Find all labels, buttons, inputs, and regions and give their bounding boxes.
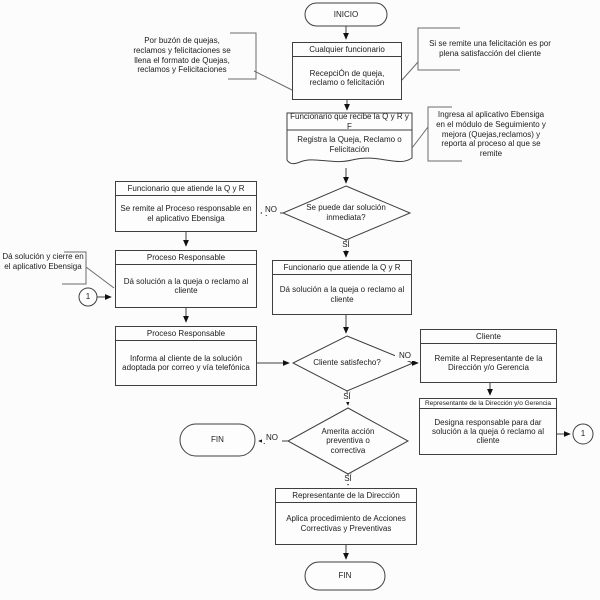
- label-yes-immediate: SÍ: [337, 240, 355, 250]
- node-client-remit-body: Remite al Representante de la Dirección …: [434, 353, 543, 373]
- decision-immediate-label: Se puede dar solución inmediata?: [306, 203, 386, 222]
- connector-1-right-shape: [572, 423, 594, 445]
- node-inform-client: Proceso Responsable Informa al cliente d…: [115, 326, 257, 386]
- node-apply-procedure-body: Aplica procedimiento de Acciones Correct…: [286, 514, 406, 533]
- annotation-brackets: [62, 27, 462, 289]
- leader-cierre: [85, 266, 115, 289]
- end-terminator-1-shape: [179, 423, 256, 457]
- bracket-felicitacion: [417, 27, 460, 71]
- node-remit-process-body: Se remite al Proceso responsable en el a…: [120, 204, 252, 223]
- end-terminator-2-shape: [304, 561, 386, 591]
- node-client-remit-header: Cliente: [421, 330, 556, 345]
- node-designate-responsible: Representante de la Dirección y/o Gerenc…: [419, 398, 557, 455]
- node-inform-client-body: Informa al cliente de la solución adopta…: [122, 353, 250, 373]
- node-process-solution-header: Proceso Responsable: [116, 251, 256, 266]
- leader-ingresa: [411, 126, 429, 149]
- leader-buzon: [253, 70, 293, 91]
- node-attend-solution-header: Funcionario que atiende la Q y R: [273, 261, 411, 276]
- node-designate-responsible-header: Representante de la Dirección y/o Gerenc…: [420, 399, 556, 410]
- annotation-buzon: Por buzón de quejas, reclamos y felicita…: [133, 36, 231, 75]
- start-terminator-label: INICIO: [333, 9, 359, 19]
- annotation-ingresa: Ingresa al aplicativo Ebensiga en el mód…: [436, 110, 546, 158]
- label-yes-satisfied: SÍ: [338, 392, 356, 402]
- node-apply-procedure: Representante de la Dirección Aplica pro…: [275, 488, 417, 545]
- bracket-cierre: [62, 251, 87, 285]
- bracket-buzon: [228, 32, 257, 80]
- bracket-ingresa: [427, 106, 462, 162]
- node-process-solution: Proceso Responsable Dá solución a la que…: [115, 250, 257, 308]
- label-no-action: NO: [262, 433, 282, 443]
- node-register-header: Funcionario que recibe la Q y R y F: [290, 111, 409, 131]
- connector-1-right-label: 1: [580, 429, 586, 439]
- decision-satisfied-label: Cliente satisfecho?: [313, 358, 381, 368]
- label-no-immediate: NO: [262, 205, 280, 215]
- register-document-shape: [286, 112, 413, 165]
- node-remit-process: Funcionario que atiende la Q y R Se remi…: [115, 181, 257, 232]
- node-remit-process-header: Funcionario que atiende la Q y R: [116, 182, 256, 197]
- leader-felicitacion: [401, 61, 419, 81]
- end-terminator-1-label: FIN: [211, 435, 224, 445]
- annotation-felicitacion: Si se remite una felicitación es por ple…: [429, 39, 551, 58]
- node-inform-client-header: Proceso Responsable: [116, 327, 256, 342]
- node-register-body: Registra la Queja, Reclamo o Felicitació…: [297, 135, 402, 154]
- node-reception-body: RecepciÓn de queja, reclamo o felicitaci…: [309, 68, 385, 88]
- node-reception-header: Cualquier funcionario: [293, 43, 401, 58]
- connector-1-left-label: 1: [85, 292, 91, 302]
- node-client-remit: Cliente Remite al Representante de la Di…: [420, 329, 557, 383]
- node-reception: Cualquier funcionario RecepciÓn de queja…: [292, 42, 402, 100]
- node-process-solution-body: Dá solución a la queja o reclamo al clie…: [123, 276, 249, 296]
- node-attend-solution: Funcionario que atiende la Q y R Dá solu…: [272, 260, 412, 315]
- label-yes-action: SÍ: [339, 474, 357, 484]
- node-attend-solution-body: Dá solución a la queja o reclamo al clie…: [279, 285, 405, 304]
- decision-action-label: Amerita acción preventiva o correctiva: [321, 426, 375, 455]
- label-no-satisfied: NO: [395, 351, 415, 361]
- node-designate-responsible-body: Designa responsable para dar solución a …: [431, 417, 545, 446]
- annotation-cierre: Dá solución y cierre en el aplicativo Eb…: [2, 252, 84, 271]
- node-apply-procedure-header: Representante de la Dirección: [276, 489, 416, 504]
- end-terminator-2-label: FIN: [338, 571, 352, 581]
